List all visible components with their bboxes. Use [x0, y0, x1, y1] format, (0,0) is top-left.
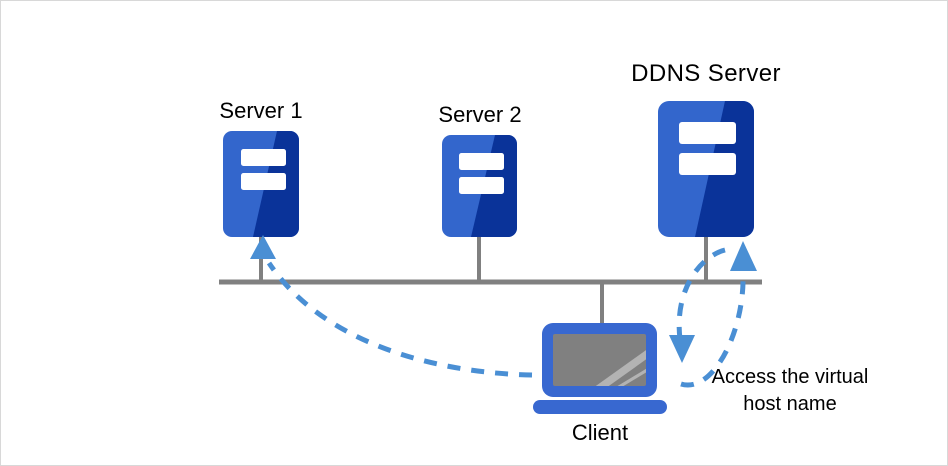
server-1-node[interactable] [223, 131, 299, 237]
server-2-node[interactable] [442, 135, 517, 237]
server-1-slot-top [241, 149, 286, 166]
server-2-slot-top [459, 153, 504, 170]
server-2-label: Server 2 [438, 102, 522, 127]
arrowhead-up-ddns-server [730, 241, 757, 271]
client-label: Client [571, 420, 629, 445]
ddns-server-label: DDNS Server [631, 60, 781, 87]
client-screen-glare [586, 348, 646, 386]
ddns-server-slot-bottom [679, 153, 736, 175]
server-1-slot-bottom [241, 173, 286, 190]
server-1-label: Server 1 [219, 98, 303, 123]
flow-ddns-response-up [680, 241, 757, 388]
ddns-server-slot-top [679, 122, 736, 144]
access-virtual-host-name-annotation: Access the virtual host name [695, 364, 885, 418]
flow-client-to-server-1 [250, 235, 533, 378]
server-2-slot-bottom [459, 177, 504, 194]
annotation-line-2: host name [743, 393, 837, 415]
client-base [533, 400, 667, 414]
ddns-server-node[interactable] [658, 101, 754, 237]
client-node[interactable] [533, 323, 667, 414]
annotation-line-1: Access the virtual [711, 366, 869, 388]
arrowhead-up-server-1 [250, 235, 276, 259]
flow-ddns-query-down [669, 247, 726, 363]
arrowhead-down-client [669, 335, 695, 363]
